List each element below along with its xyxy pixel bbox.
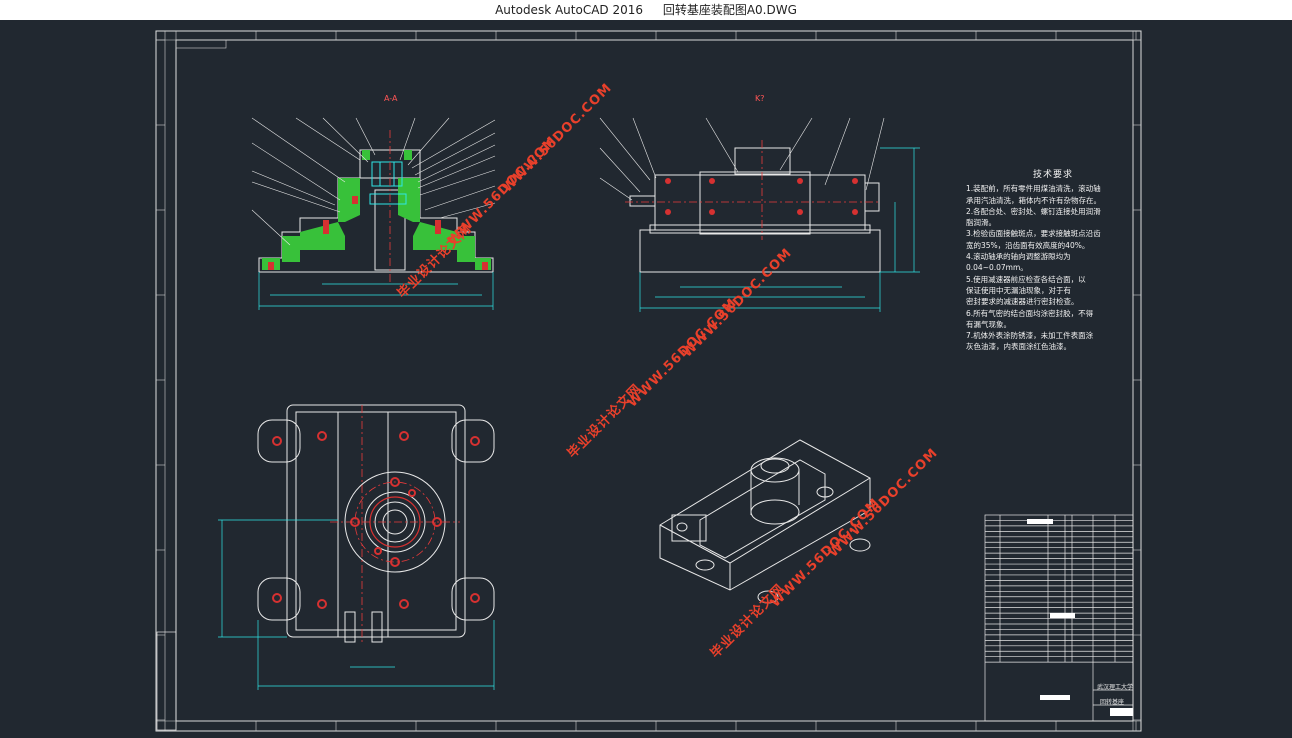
file-name: 回转基座装配图A0.DWG	[662, 3, 797, 17]
isometric-view	[659, 439, 871, 604]
tech-note-line: 承用汽油清洗，箱体内不许有杂物存在。	[966, 195, 1101, 205]
tech-note-line: 宽的35%，沿齿面有效高度的40%。	[966, 240, 1090, 250]
tech-note-line: 脂润滑。	[966, 218, 996, 228]
school-name: 武汉理工大学	[1097, 684, 1134, 691]
tech-note-line: 4.滚动轴承的轴向调整游隙均为	[966, 252, 1071, 262]
tech-note-line: 保证使用中无漏油现象，对于有	[966, 285, 1071, 295]
tech-note-line: 7.机体外表涂防锈漆，未加工件表面涂	[966, 331, 1094, 341]
tech-note-line: 5.使用减速器前应检查各结合面，以	[966, 274, 1086, 284]
tech-note-line: 2.各配合处、密封处、螺钉连接处用润滑	[966, 206, 1101, 216]
tech-notes-heading: 技术要求	[1032, 170, 1073, 180]
tech-note-line: 0.04~0.07mm。	[966, 263, 1028, 273]
tech-note-line: 密封要求的减速器进行密封检查。	[966, 297, 1079, 307]
tech-note-line: 6.所有气密的结合面均涂密封胶，不得	[966, 308, 1094, 318]
tech-note-line: 3.检验齿面接触斑点，要求接触斑点沿齿	[966, 229, 1101, 239]
tech-note-line: 1.装配前，所有零件用煤油清洗，滚动轴	[966, 184, 1101, 194]
cad-drawing	[155, 30, 1142, 732]
side-view-k	[599, 117, 920, 312]
view-k-label: K?	[755, 94, 765, 103]
section-view-a-a	[251, 117, 496, 310]
technical-requirements: 技术要求 1.装配前，所有零件用煤油清洗，滚动轴 承用汽油清洗，箱体内不许有杂物…	[966, 170, 1140, 353]
section-label: A-A	[384, 94, 398, 103]
tech-note-line: 灰色油漆，内表面涂红色油漆。	[966, 342, 1071, 352]
window-title-bar: Autodesk AutoCAD 2016 回转基座装配图A0.DWG	[0, 0, 1292, 20]
plan-view	[218, 404, 495, 690]
tech-note-line: 有漏气现象。	[966, 319, 1011, 329]
drawing-canvas[interactable]: A-A K? 技术要求 1.装配前，所有零件用煤油清洗，滚动轴 承用汽油清洗，箱…	[0, 20, 1292, 738]
drawing-name: 回转基座	[1100, 699, 1125, 706]
app-title: Autodesk AutoCAD 2016	[495, 3, 643, 17]
title-block	[156, 514, 1134, 731]
